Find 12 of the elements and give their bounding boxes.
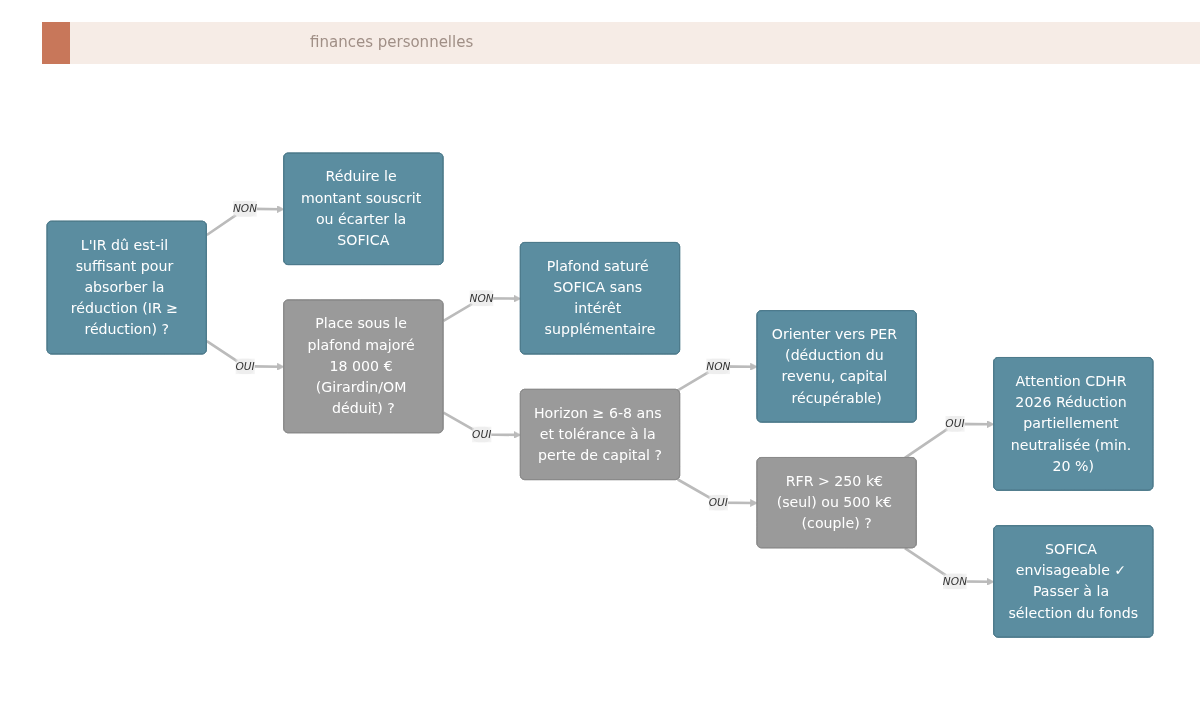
edge-label: OUI <box>235 360 255 373</box>
arrow <box>904 420 995 459</box>
edge-label: NON <box>942 575 968 588</box>
edge-label: NON <box>706 360 731 373</box>
edge-label: OUI <box>708 496 728 509</box>
arrow <box>206 339 285 371</box>
edge-label: OUI <box>945 417 965 430</box>
tagline: finances personnelles <box>310 33 474 51</box>
arrow <box>677 478 758 507</box>
edge-label: NON <box>469 291 494 305</box>
edge-label: OUI <box>472 428 492 441</box>
edge-label: NON <box>232 202 258 215</box>
